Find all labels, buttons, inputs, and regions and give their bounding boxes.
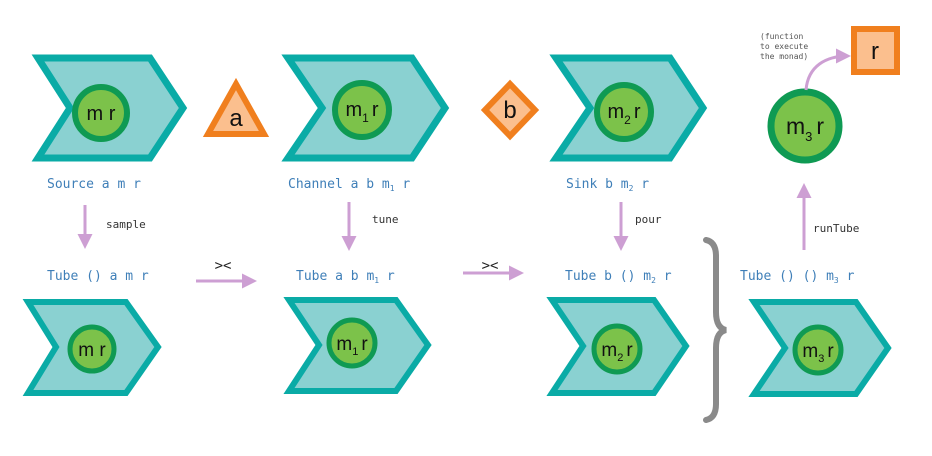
compose-op-2: >< [482,258,499,274]
svg-text:to execute: to execute [760,42,808,51]
source-node: m r [31,54,188,162]
sink-type-label: Sink b m2 r [566,177,649,193]
result-r-label: r [871,38,879,65]
runtube-label: runTube [813,222,859,235]
channel-type-label: Channel a b m1 r [288,177,410,193]
sample-label: sample [106,218,146,231]
token-b-label: b [503,97,516,124]
tube2-type-label: Tube a b m1 r [296,269,395,285]
svg-text:the monad): the monad) [760,52,808,61]
source-circle-label: m r [87,103,116,125]
tube3-type-label: Tube b () m2 r [565,269,672,285]
tube1-node: m r [22,299,162,396]
token-a-label: a [229,105,243,132]
compose-op-1: >< [215,258,232,274]
tube1-circle-label: m r [78,340,106,361]
token-b: b [480,79,540,141]
execute-arrow [804,48,851,91]
tube4-type-label: Tube () () m3 r [740,269,855,285]
grouping-brace [703,237,727,423]
pour-label: pour [635,213,662,226]
token-a: a [202,77,270,137]
source-type-label: Source a m r [47,177,141,192]
execute-note: (function to execute the monad) [760,32,808,61]
svg-text:(function: (function [760,32,804,41]
result-r-box: r [851,26,900,75]
tube1-type-label: Tube () a m r [47,269,149,284]
tune-label: tune [372,213,399,226]
